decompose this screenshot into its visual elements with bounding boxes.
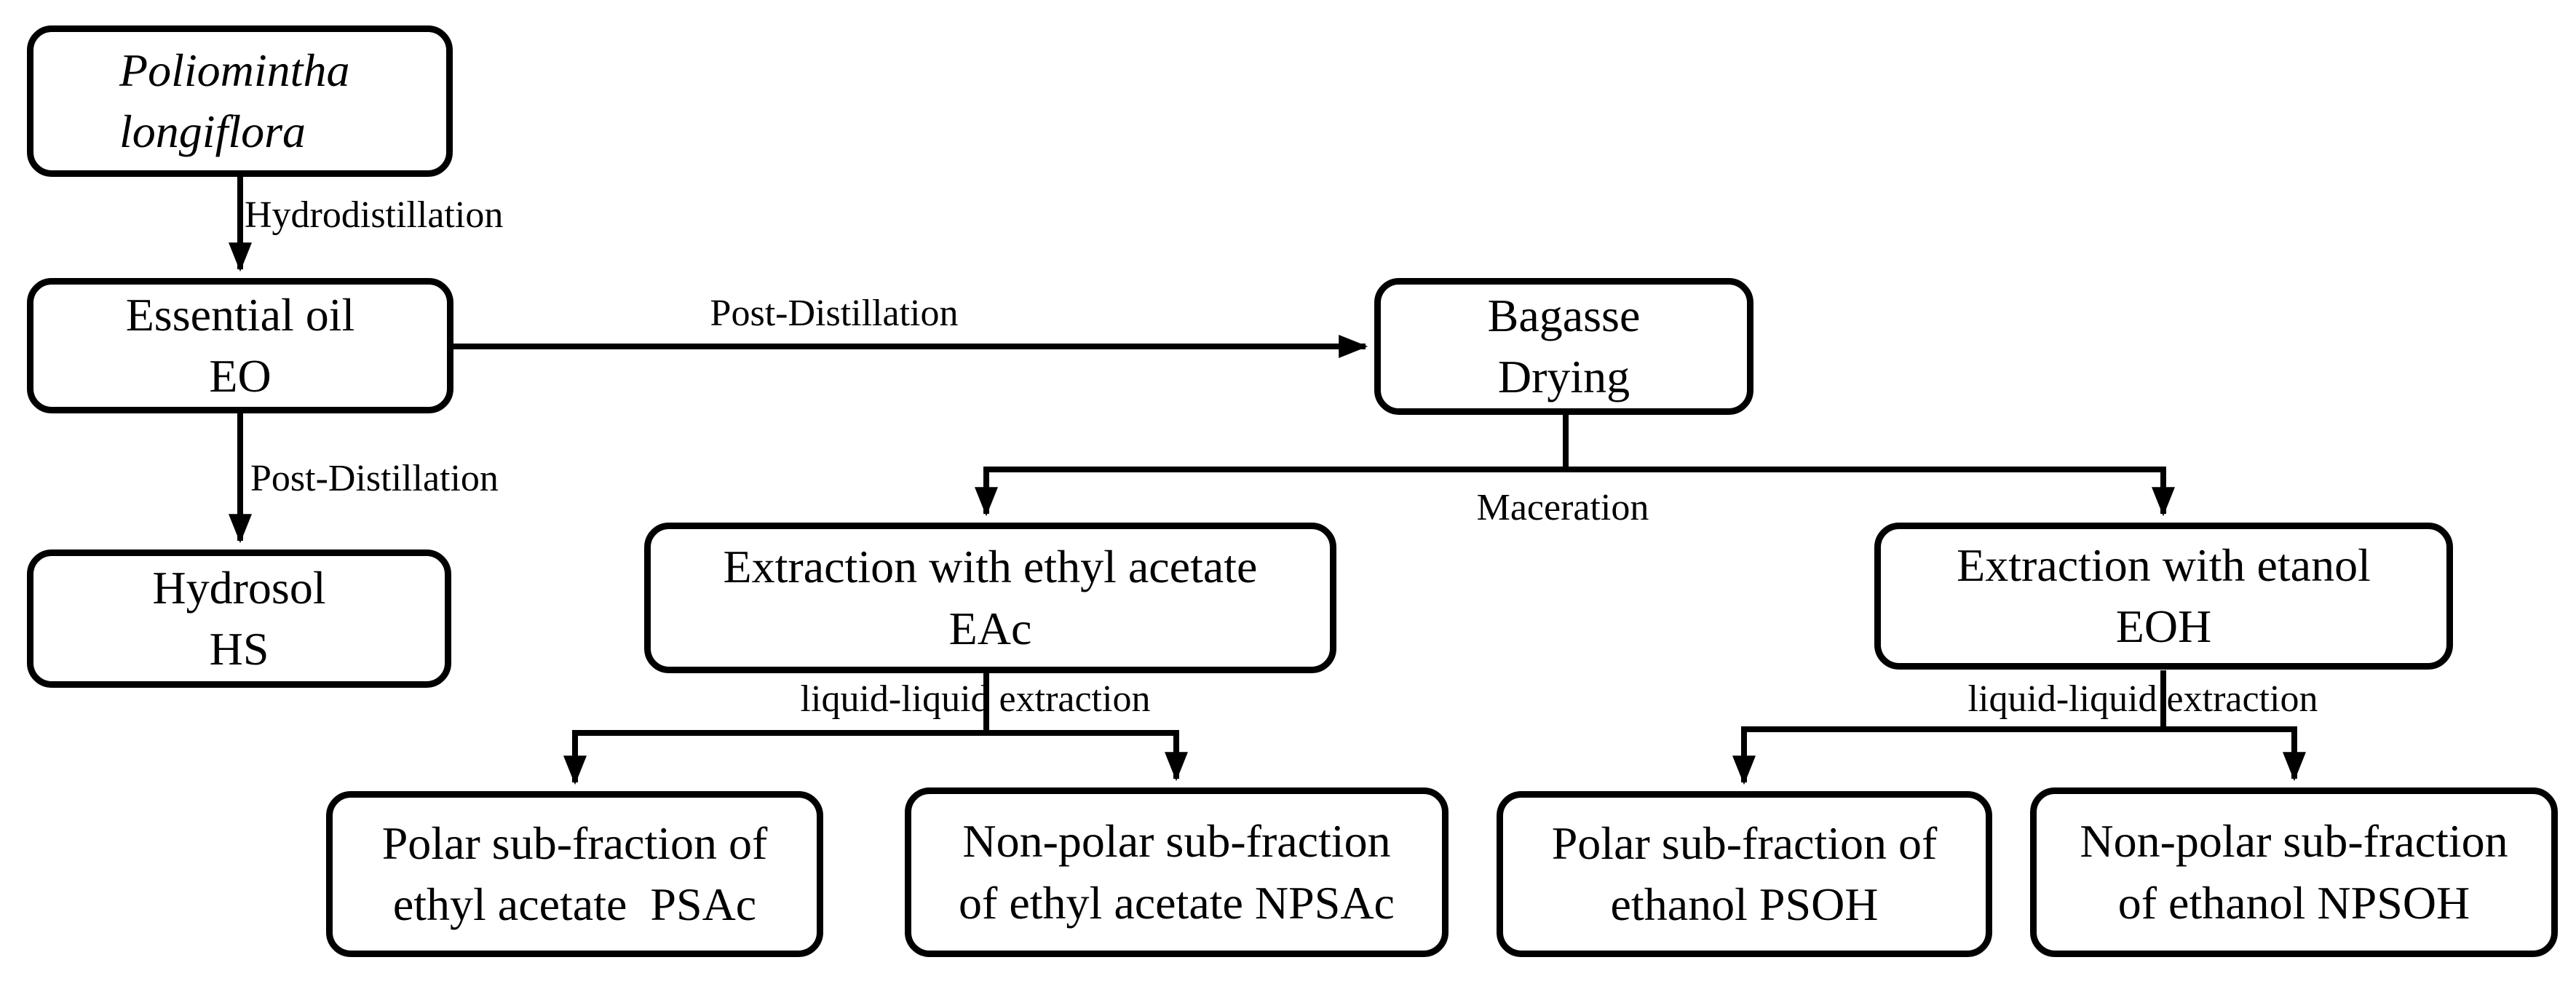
node-poliomintha-longiflora: Poliomintha longiflora [27,25,453,177]
node-text-line: HS [209,623,269,675]
node-bagasse-drying: Bagasse Drying [1374,278,1753,415]
node-text-line: ethanol PSOH [1610,878,1879,930]
node-nonpolar-subfraction-ethanol: Non-polar sub-fraction of ethanol NPSOH [2030,787,2558,957]
node-text-line: Poliomintha [119,44,350,96]
node-text-line: Polar sub-fraction of [381,817,768,869]
node-nonpolar-subfraction-ethyl-acetate: Non-polar sub-fraction of ethyl acetate … [905,787,1448,957]
edge-label-hydrodistillation: Hydrodistillation [245,194,504,236]
node-polar-subfraction-ethanol: Polar sub-fraction of ethanol PSOH [1497,791,1992,957]
node-text-line: Bagasse [1487,289,1641,341]
node-text-line: Hydrosol [152,561,326,614]
edge-label-post-distillation-right: Post-Distillation [710,293,959,334]
node-text-line: Extraction with etanol [1957,539,2371,591]
node-text-line: of ethyl acetate NPSAc [959,876,1395,929]
node-text-line: of ethanol NPSOH [2117,876,2470,929]
edge-label-liquid-liquid-extraction-right: liquid-liquid extraction [1967,678,2318,720]
node-text-line: Non-polar sub-fraction [2080,815,2508,868]
node-text-line: Extraction with ethyl acetate [723,541,1258,593]
node-text-line: EO [209,350,272,402]
edge-label-post-distillation-down: Post-Distillation [250,458,499,499]
node-text-line: Essential oil [125,288,355,341]
node-text-line: EOH [2115,600,2212,652]
edge-label-maceration: Maceration [1476,487,1649,528]
node-text-line: longiflora [119,106,306,157]
node-hydrosol: Hydrosol HS [27,549,451,688]
node-essential-oil: Essential oil EO [27,278,453,413]
node-extraction-ethyl-acetate: Extraction with ethyl acetate EAc [644,523,1336,673]
node-text-line: Drying [1497,351,1630,402]
node-text-line: Polar sub-fraction of [1551,817,1938,869]
node-extraction-etanol: Extraction with etanol EOH [1874,523,2453,670]
node-text-line: ethyl acetate PSAc [392,878,757,930]
edge-label-liquid-liquid-extraction-left: liquid-liquid extraction [800,678,1151,720]
node-polar-subfraction-ethyl-acetate: Polar sub-fraction of ethyl acetate PSAc [326,791,823,957]
node-text-line: Non-polar sub-fraction [962,815,1391,868]
node-text-line: EAc [948,602,1032,654]
